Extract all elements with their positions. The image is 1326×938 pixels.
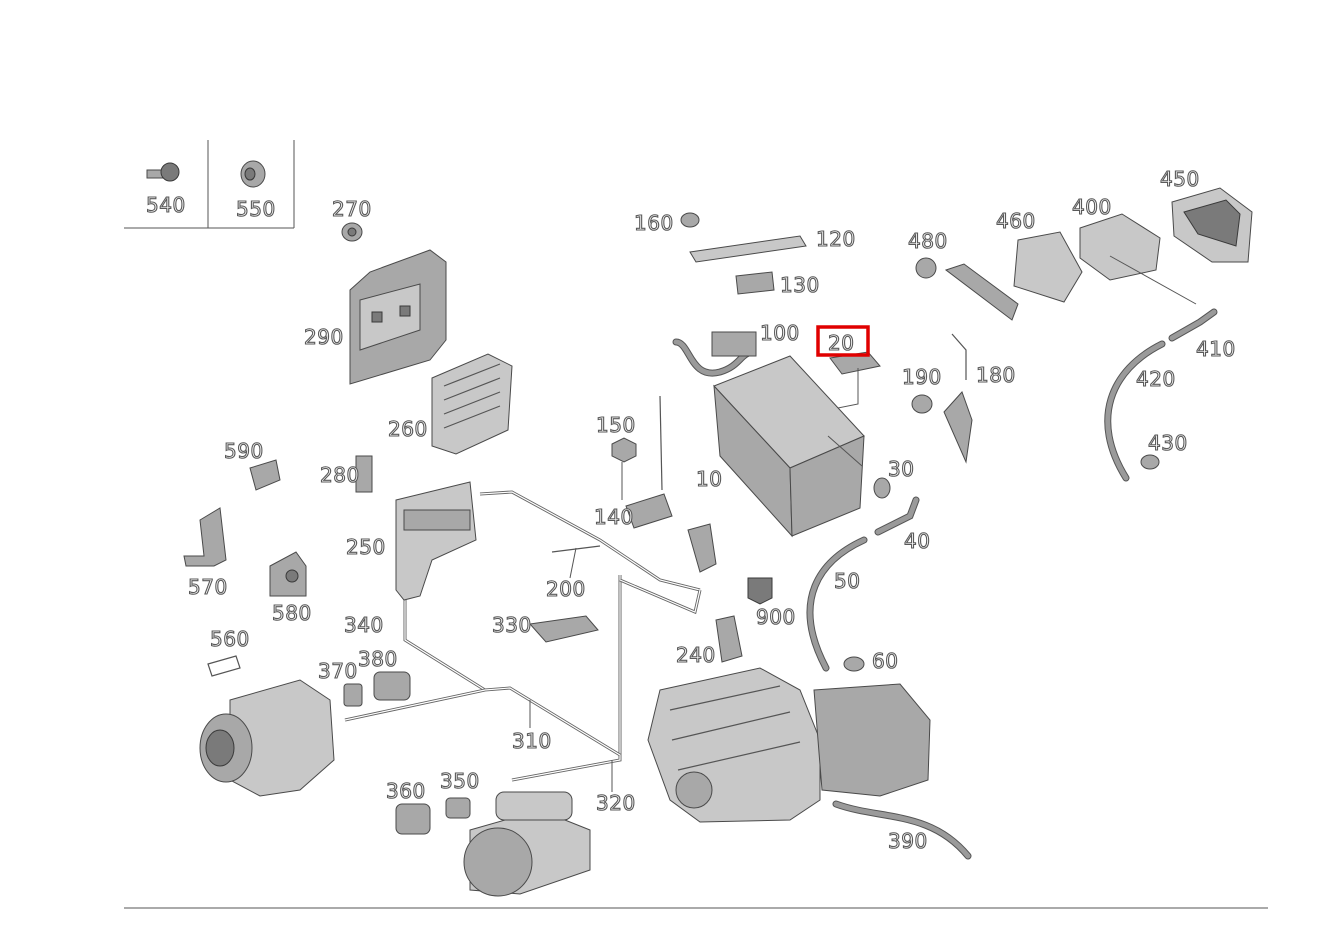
part-100-battery-cable[interactable] (672, 331, 757, 377)
part-270-grommet[interactable] (341, 222, 363, 242)
part-560-clip[interactable] (207, 655, 241, 677)
part-160-nut[interactable] (680, 212, 700, 228)
label-410[interactable]: 410 (1195, 336, 1236, 361)
label-390[interactable]: 390 (887, 828, 928, 853)
part-50-vent-hose[interactable] (806, 536, 868, 672)
label-180[interactable]: 180 (975, 362, 1016, 387)
label-900[interactable]: 900 (755, 604, 796, 629)
label-340[interactable]: 340 (343, 612, 384, 637)
label-290[interactable]: 290 (303, 324, 344, 349)
label-480[interactable]: 480 (907, 228, 948, 253)
label-40[interactable]: 40 (903, 528, 930, 553)
part-190-nut[interactable] (911, 394, 933, 414)
part-580-holder[interactable] (269, 551, 307, 597)
part-360-mount[interactable] (395, 803, 431, 835)
label-50[interactable]: 50 (833, 568, 860, 593)
part-330-plate[interactable] (529, 615, 599, 643)
label-10[interactable]: 10 (695, 466, 722, 491)
label-260[interactable]: 260 (387, 416, 428, 441)
part-140-bracket[interactable] (621, 395, 673, 529)
part-240-bracket[interactable] (715, 615, 743, 663)
part-550-grommet[interactable] (240, 160, 266, 188)
label-320[interactable]: 320 (595, 790, 636, 815)
label-350[interactable]: 350 (439, 768, 480, 793)
label-130[interactable]: 130 (779, 272, 820, 297)
label-550[interactable]: 550 (235, 196, 276, 221)
part-150-nut[interactable] (611, 437, 637, 463)
part-590-clip[interactable] (249, 459, 281, 491)
part-400-fuse-box[interactable] (1079, 213, 1161, 281)
part-labels: 540 550 270 290 260 590 280 250 570 580 … (145, 166, 1236, 853)
label-450[interactable]: 450 (1159, 166, 1200, 191)
leader-400-410 (1109, 255, 1197, 305)
label-20[interactable]: 20 (827, 330, 854, 355)
part-480-grommet[interactable] (915, 257, 937, 279)
label-240[interactable]: 240 (675, 642, 716, 667)
part-60-grommet[interactable] (843, 656, 865, 672)
inset-legend-box (124, 140, 295, 229)
label-460[interactable]: 460 (995, 208, 1036, 233)
label-360[interactable]: 360 (385, 778, 426, 803)
part-390-ground-cable[interactable] (832, 800, 972, 860)
label-400[interactable]: 400 (1071, 194, 1112, 219)
label-380[interactable]: 380 (357, 646, 398, 671)
part-430-grommet[interactable] (1140, 454, 1160, 470)
starter-motor[interactable] (463, 791, 591, 897)
wiring-harness (344, 490, 702, 792)
label-150[interactable]: 150 (595, 412, 636, 437)
part-280-fuse[interactable] (355, 455, 373, 493)
part-370-mount[interactable] (343, 683, 363, 707)
part-180-cable[interactable] (943, 333, 973, 464)
label-560[interactable]: 560 (209, 626, 250, 651)
label-120[interactable]: 120 (815, 226, 856, 251)
label-160[interactable]: 160 (633, 210, 674, 235)
label-270[interactable]: 270 (331, 196, 372, 221)
transmission[interactable] (813, 683, 931, 797)
label-30[interactable]: 30 (887, 456, 914, 481)
part-250-control-unit[interactable] (395, 481, 477, 601)
alternator[interactable] (199, 679, 335, 797)
label-540[interactable]: 540 (145, 192, 186, 217)
part-350-mount[interactable] (445, 797, 471, 819)
highlight-box-20 (816, 325, 870, 357)
label-370[interactable]: 370 (317, 658, 358, 683)
label-280[interactable]: 280 (319, 462, 360, 487)
label-310[interactable]: 310 (511, 728, 552, 753)
label-330[interactable]: 330 (491, 612, 532, 637)
part-420-vent-hose[interactable] (1104, 340, 1166, 482)
label-190[interactable]: 190 (901, 364, 942, 389)
label-590[interactable]: 590 (223, 438, 264, 463)
label-430[interactable]: 430 (1147, 430, 1188, 455)
part-130-connector[interactable] (735, 271, 775, 295)
part-540-bolt[interactable] (146, 162, 180, 182)
part-30-plug[interactable] (873, 477, 891, 499)
label-420[interactable]: 420 (1135, 366, 1176, 391)
label-200[interactable]: 200 (545, 576, 586, 601)
part-120-cover-strip[interactable] (689, 235, 807, 263)
part-380-mount[interactable] (373, 671, 411, 701)
part-570-bracket[interactable] (183, 507, 227, 567)
label-60[interactable]: 60 (871, 648, 898, 673)
part-40-elbow[interactable] (874, 496, 920, 536)
part-10-battery[interactable] (713, 355, 865, 538)
label-100[interactable]: 100 (759, 320, 800, 345)
label-140[interactable]: 140 (593, 504, 634, 529)
label-250[interactable]: 250 (345, 534, 386, 559)
part-410-elbow[interactable] (1168, 308, 1218, 342)
part-900-cover[interactable] (747, 577, 773, 605)
label-580[interactable]: 580 (271, 600, 312, 625)
part-450-cover[interactable] (1171, 187, 1253, 263)
part-260-fuse-box[interactable] (431, 353, 513, 455)
part-460-relay-box[interactable] (1013, 231, 1083, 303)
part-480-bracket[interactable] (944, 263, 1019, 321)
part-290-bracket[interactable] (349, 249, 447, 385)
part-200-relay[interactable] (687, 523, 717, 573)
label-570[interactable]: 570 (187, 574, 228, 599)
engine-assembly[interactable] (647, 667, 821, 823)
